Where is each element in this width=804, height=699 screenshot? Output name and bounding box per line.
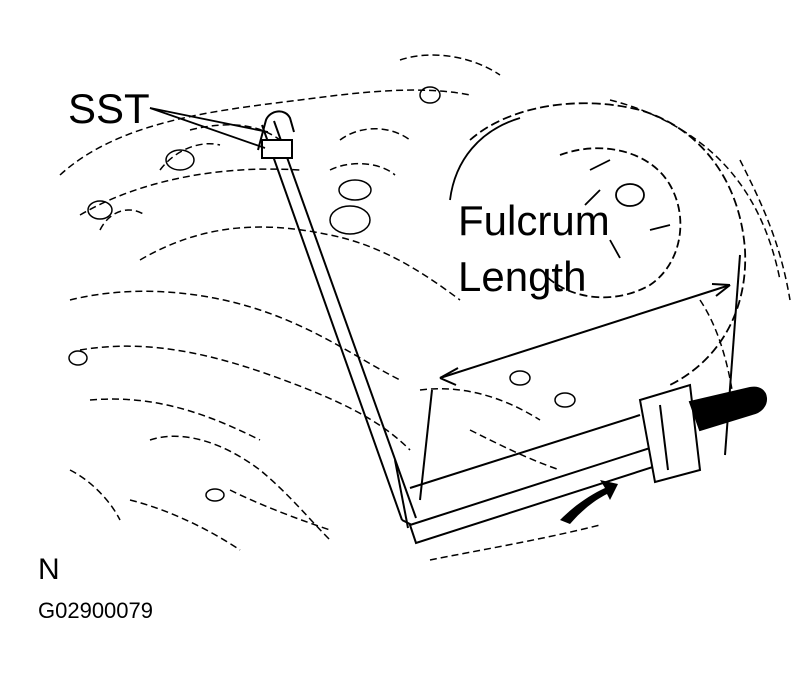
rotation-arrow: [560, 480, 618, 524]
round-housing: [449, 102, 747, 386]
sst-rod: [257, 110, 419, 529]
figure-code: G02900079: [38, 598, 153, 623]
sst-leader: [149, 107, 269, 149]
length-label: Length: [458, 253, 587, 300]
torque-wrench: [394, 383, 767, 545]
view-marker: N: [38, 553, 60, 586]
fulcrum-label: Fulcrum: [458, 197, 610, 244]
bolt-details: [68, 86, 576, 502]
fulcrum-dimension: [419, 254, 741, 501]
sst-label: SST: [68, 85, 150, 132]
